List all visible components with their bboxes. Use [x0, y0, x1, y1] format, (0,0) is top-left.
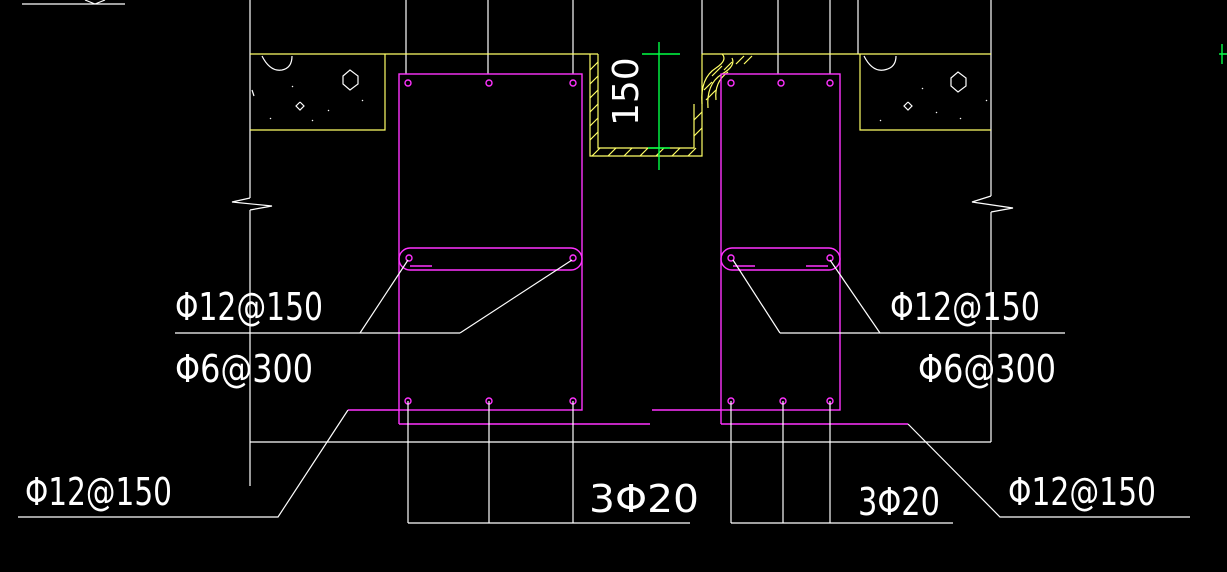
concrete-hatch-left: [251, 55, 364, 122]
right-top-bar-2: [777, 79, 785, 87]
bottom-leaders: [250, 401, 991, 524]
bottom-rebar-leaders: [18, 409, 1190, 518]
trench-dimension: 150: [606, 42, 1227, 170]
concrete-hatch-right: [863, 55, 988, 122]
top-vertical-lines: [405, 0, 859, 74]
left-mid-rebar-label: Φ6@300: [175, 347, 313, 391]
top-left-fragment: [22, 0, 125, 5]
right-bottom-rebar-label: Φ12@150: [1008, 470, 1156, 514]
left-main-bars-label: 3Φ20: [589, 477, 699, 521]
right-mid-rebar-label: Φ6@300: [918, 347, 1056, 391]
left-top-bar-3: [569, 79, 577, 87]
trench-dimension-text: 150: [606, 57, 647, 126]
right-top-rebar-label: Φ12@150: [890, 285, 1040, 329]
left-top-bar-1: [404, 79, 412, 87]
right-wall: [971, 0, 1014, 442]
right-main-bars-label: 3Φ20: [858, 480, 940, 524]
left-wall: [231, 0, 273, 486]
slab-outline: [250, 53, 1227, 131]
left-top-bar-2: [485, 79, 493, 87]
left-top-rebar-label: Φ12@150: [175, 285, 323, 329]
trench-hatch: [589, 61, 703, 157]
left-bottom-rebar-label: Φ12@150: [25, 470, 172, 514]
stirrup-leaders: [175, 259, 1065, 334]
left-beam-reinforcement: [348, 73, 650, 425]
right-beam-reinforcement: [652, 73, 908, 425]
left-mid-bar-1: [405, 254, 413, 262]
right-mid-bar-1: [727, 254, 735, 262]
right-top-bar-3: [826, 79, 834, 87]
trench: [589, 53, 753, 157]
left-mid-bar-2: [569, 254, 577, 262]
right-top-bar-1: [727, 79, 735, 87]
